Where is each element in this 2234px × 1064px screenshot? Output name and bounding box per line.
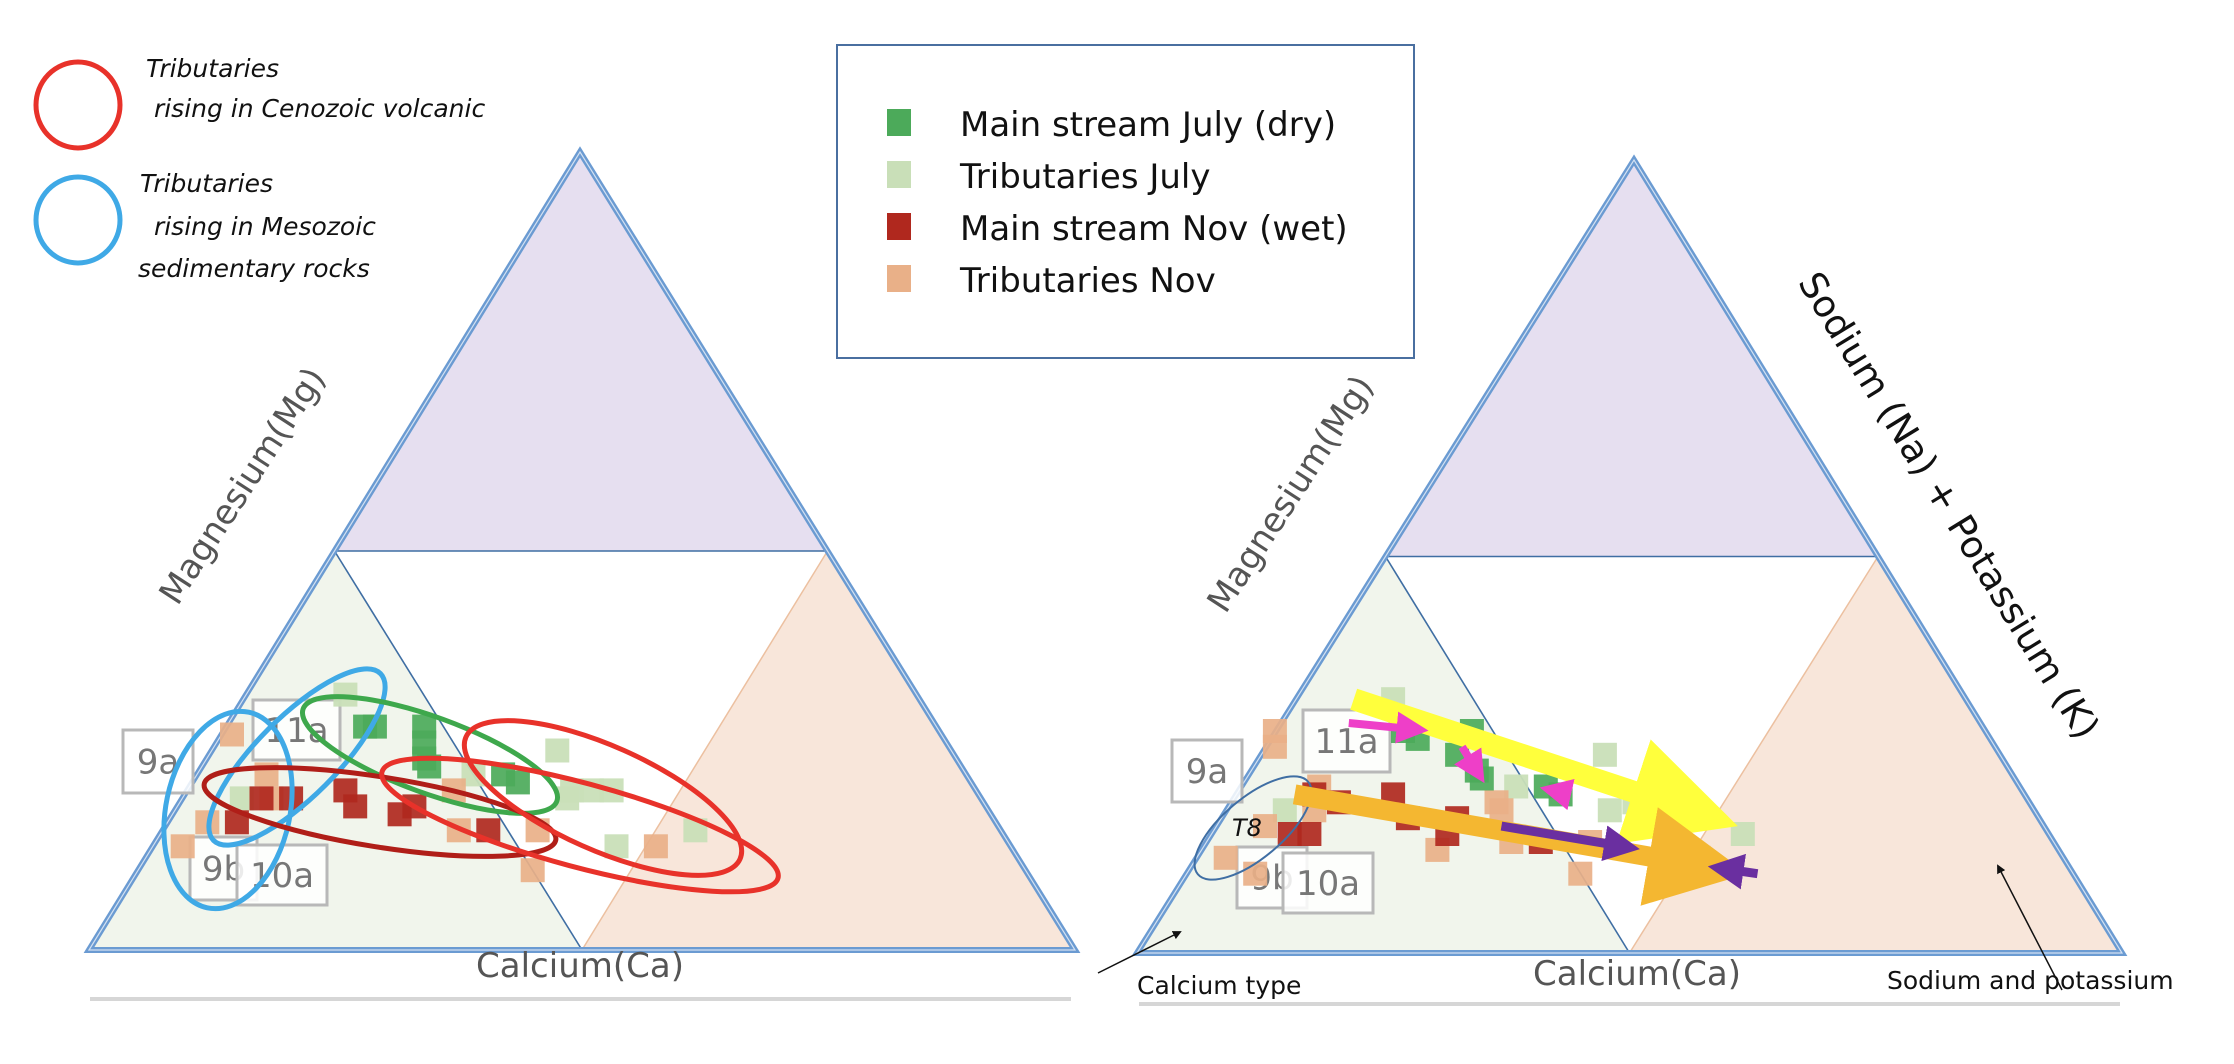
sedimentary-group-line-1: Tributaries — [140, 169, 273, 198]
volcanic-group-line-1: Tributaries — [146, 54, 279, 83]
sodium-potassium-label: Sodium and potassium — [1887, 966, 2174, 995]
group-ellipse-main-stream-july — [299, 694, 561, 816]
sodium-potassium-type-region — [1628, 555, 2124, 954]
legend-swatch-main-july — [887, 109, 911, 136]
left-panel-ca-axis-label: Calcium(Ca) — [476, 946, 684, 986]
sample-label-9a: 9a — [1170, 738, 1244, 804]
data-point-main-july — [505, 770, 530, 795]
sample-label-text: 10a — [250, 856, 314, 896]
right-panel-ca-axis-label: Calcium(Ca) — [1533, 954, 1741, 994]
legend-swatch-trib-july — [887, 161, 911, 188]
group-ellipse-cenozoic-volcanic — [461, 718, 745, 878]
triangle-outline-highlight — [87, 150, 1077, 951]
data-point-main-nov — [249, 786, 274, 811]
calcium-type-pointer — [1097, 931, 1182, 974]
group-legend: Tributaries rising in Cenozoic volcanic … — [33, 54, 485, 283]
pink-trend-2-arrow — [1454, 744, 1485, 784]
data-point-trib-nov — [1568, 861, 1593, 886]
data-point-trib-july — [545, 738, 570, 763]
data-point-trib-nov — [1253, 814, 1277, 839]
legend-box — [836, 44, 1415, 359]
sample-label-box — [1170, 738, 1244, 804]
data-point-trib-nov — [520, 858, 545, 883]
group-ellipse-mesozoic-sedimentary — [161, 708, 295, 912]
legend-label-main-july: Main stream July (dry) — [960, 105, 1336, 145]
data-point-trib-nov — [643, 834, 668, 859]
sedimentary-group-swatch — [33, 174, 123, 266]
legend-label-main-nov: Main stream Nov (wet) — [960, 209, 1348, 249]
data-point-main-nov — [1297, 822, 1322, 846]
sodium-potassium-type-region — [580, 549, 1077, 951]
legend-swatch-main-nov — [887, 213, 911, 240]
sedimentary-group-line-3: sedimentary rocks — [138, 254, 370, 283]
series-legend: Main stream July (dry) Tributaries July … — [836, 44, 1415, 359]
sample-label-text: 10a — [1296, 864, 1360, 904]
triangle-outline-highlight — [1135, 158, 2124, 954]
division-line-left — [333, 550, 583, 951]
left-panel-mg-axis-label: Magnesium(Mg) — [152, 360, 335, 611]
sodium-potassium-pointer — [1997, 864, 2063, 991]
data-point-trib-nov — [1262, 734, 1287, 759]
pink-trend-3-arrow — [1539, 778, 1575, 811]
legend-swatch-trib-nov — [887, 265, 911, 292]
legend-label-trib-nov: Tributaries Nov — [959, 261, 1216, 301]
group-ellipse-main-stream-nov — [201, 765, 559, 859]
sedimentary-group-line-2: rising in Mesozoic — [146, 212, 376, 241]
data-point-trib-july — [1592, 742, 1617, 767]
sample-label-11a: 11a — [1301, 708, 1392, 774]
data-point-trib-nov — [1243, 861, 1268, 886]
sample-label-box — [1281, 851, 1375, 915]
right-panel-mg-axis-label: Magnesium(Mg) — [1200, 368, 1383, 619]
magnesium-type-region — [1385, 160, 1878, 557]
sample-label-text: 9a — [1186, 752, 1228, 792]
sample-label-box — [1301, 708, 1392, 774]
purple-trend-1-arrow — [1500, 821, 1640, 862]
calcium-type-label: Calcium type — [1137, 971, 1301, 1000]
data-point-trib-nov — [220, 722, 244, 747]
volcanic-group-line-2: rising in Cenozoic volcanic — [146, 94, 485, 123]
sample-label-10a: 10a — [1281, 851, 1375, 915]
sample-label-9a: 9a — [121, 728, 195, 795]
purple-trend-2-arrow — [1707, 853, 1759, 890]
group-ellipse-mesozoic-sedimentary — [206, 666, 388, 848]
data-point-trib-nov — [170, 834, 195, 859]
magnesium-type-region — [334, 152, 828, 551]
legend-label-trib-july: Tributaries July — [959, 157, 1211, 197]
volcanic-group-swatch — [33, 59, 123, 151]
data-point-main-nov — [343, 794, 368, 819]
t8-label: T8 — [1232, 814, 1262, 842]
data-point-trib-july — [1730, 822, 1755, 846]
data-point-trib-july — [1597, 798, 1622, 823]
data-point-trib-nov — [1213, 845, 1238, 870]
pink-trend-1-arrow — [1348, 711, 1429, 744]
group-ellipse-cenozoic-volcanic — [379, 755, 781, 895]
t8-ellipse — [1193, 775, 1313, 881]
data-point-trib-nov — [1489, 798, 1514, 823]
